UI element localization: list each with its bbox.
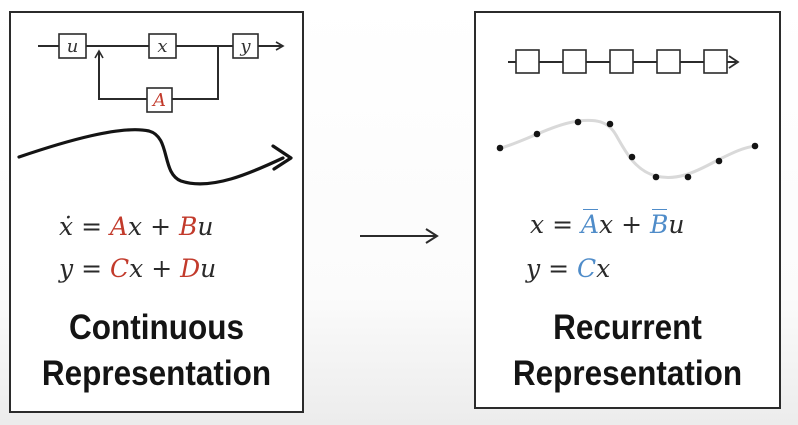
sample-point	[496, 144, 504, 152]
sample-point	[606, 120, 614, 128]
input-label: u	[67, 36, 79, 57]
transform-arrow-head	[425, 228, 439, 244]
continuous-signal-curve	[17, 128, 285, 186]
discretized-curve	[497, 118, 757, 180]
recurrent-diagram	[496, 49, 759, 181]
recurrent-title-line1: Recurrent	[553, 308, 702, 347]
feedback-label: A	[151, 90, 166, 111]
continuous-panel: u x y A ẋ = Ax + Bu y = Cx + Du Continuo…	[9, 11, 304, 413]
curve-arrowhead	[271, 144, 293, 171]
recurrent-panel: x = Ax + Bu y = Cx Recurrent Representat…	[474, 11, 781, 409]
feedback-block	[146, 87, 173, 113]
sample-point	[574, 118, 582, 126]
sample-point	[652, 173, 660, 181]
sample-point	[751, 142, 759, 150]
sample-point	[684, 173, 692, 181]
recurrent-cell	[703, 49, 728, 74]
block-diagram: u x y A	[17, 33, 293, 186]
recurrent-title-line2: Representation	[512, 354, 743, 393]
recurrent-cell	[656, 49, 681, 74]
equation-state: ẋ = Ax + Bu	[59, 212, 214, 241]
state-label: x	[157, 36, 167, 57]
continuous-title-line2: Representation	[41, 354, 272, 393]
sample-point	[715, 157, 723, 165]
sample-point	[628, 153, 636, 161]
equation-output: y = Cx + Du	[59, 254, 217, 283]
recurrent-cell	[515, 49, 540, 74]
sample-point	[533, 130, 541, 138]
recurrent-cell	[562, 49, 587, 74]
output-block	[232, 33, 259, 59]
output-label: y	[239, 36, 251, 57]
recurrent-cell	[609, 49, 634, 74]
chain-arrowhead	[728, 55, 740, 69]
equation-recurrent-state: x = Ax + Bu	[530, 209, 685, 239]
equation-recurrent-output: y = Cx	[526, 254, 611, 283]
continuous-title-line1: Continuous	[69, 308, 244, 347]
